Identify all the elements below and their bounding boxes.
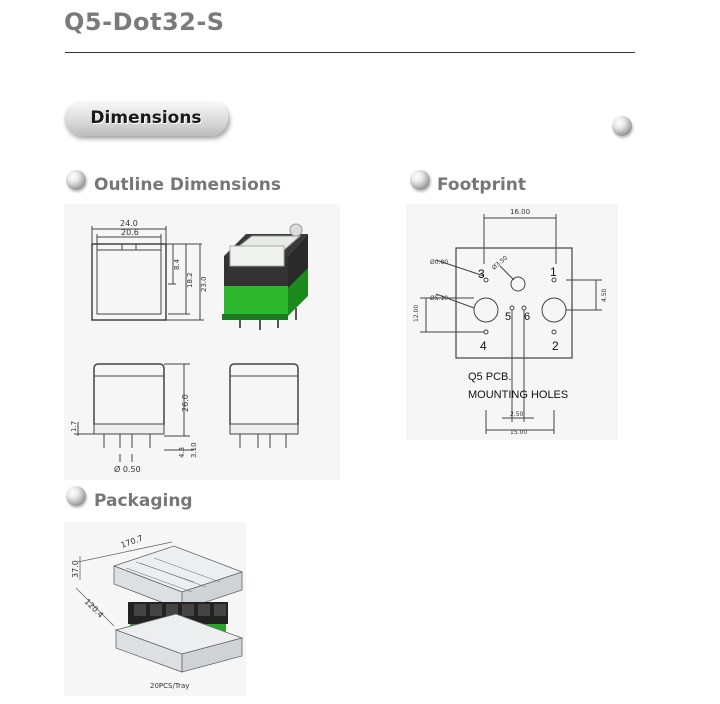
fp-pin-5: 5	[505, 311, 511, 323]
packaging-panel: 170.7 37.0 120.4 20PCS/Tray	[64, 522, 246, 696]
fp-pin-3: 3	[478, 267, 485, 281]
outline-drawings-panel: 24.0 20.6 8.4 18.2 23.0	[64, 204, 340, 480]
dim-h2: 18.2	[186, 272, 194, 288]
fp-hole-big: Ø5.10	[430, 295, 448, 302]
tray-cells	[125, 557, 221, 593]
dim-h3: 23.0	[200, 276, 208, 292]
dim-s1: 4.3	[178, 447, 186, 458]
dim-pin-dia: Ø 0.50	[114, 464, 141, 474]
section-pill-dimensions: Dimensions	[64, 100, 228, 136]
dim-h1: 8.4	[173, 258, 181, 270]
title-divider	[65, 52, 635, 53]
front-view	[91, 226, 204, 321]
dim-s2: 3.10	[190, 442, 198, 458]
packaging-drawing: 170.7 37.0 120.4 20PCS/Tray	[71, 534, 244, 690]
fp-bottom-small: 2.50	[510, 411, 524, 418]
footprint-drawing: 16.00 12.00 4.50 Ø0.80 Ø5.10 Ø3.50 3 1 4…	[413, 208, 608, 436]
fp-text-1: Q5 PCB.	[468, 371, 511, 383]
fp-text-2: MOUNTING HOLES	[468, 389, 568, 401]
footprint-panel: 16.00 12.00 4.50 Ø0.80 Ø5.10 Ø3.50 3 1 4…	[406, 204, 618, 440]
bullet-ball-icon	[612, 116, 632, 136]
fp-pin-4: 4	[480, 339, 487, 353]
fp-pin-1: 1	[550, 265, 557, 279]
bullet-ball-icon	[66, 486, 86, 506]
fp-hole-mid: Ø3.50	[491, 254, 509, 271]
fp-pin-2: 2	[552, 339, 559, 353]
footprint-heading: Footprint	[437, 175, 527, 195]
section-pill-label: Dimensions	[90, 108, 202, 128]
bullet-ball-icon	[410, 170, 430, 190]
fp-top-dim: 16.00	[510, 208, 530, 216]
fp-bottom-dim: 15.00	[510, 429, 527, 436]
dim-w-inner: 20.6	[121, 228, 139, 237]
fp-left-dim: 12.00	[413, 305, 420, 322]
pkg-dim-1: 170.7	[120, 534, 145, 550]
page-title: Q5-Dot32-S	[64, 8, 225, 36]
outline-heading: Outline Dimensions	[94, 175, 282, 195]
outline-drawings: 24.0 20.6 8.4 18.2 23.0	[70, 219, 308, 474]
switch-3d-render	[222, 223, 308, 330]
packaging-heading: Packaging	[94, 491, 193, 511]
pkg-dim-3: 120.4	[83, 597, 106, 620]
side-view-right	[229, 363, 299, 448]
fp-hole-small: Ø0.80	[430, 259, 448, 266]
pkg-dim-2: 37.0	[71, 560, 80, 578]
fp-right-dim: 4.50	[601, 288, 608, 302]
pkg-caption: 20PCS/Tray	[150, 682, 189, 690]
dim-pin-len: 1.7	[70, 421, 78, 432]
dim-w-outer: 24.0	[120, 219, 138, 228]
dim-h-side: 26.0	[181, 394, 190, 412]
bullet-ball-icon	[66, 170, 86, 190]
side-view-left	[74, 363, 194, 462]
fp-pin-6: 6	[524, 311, 530, 323]
